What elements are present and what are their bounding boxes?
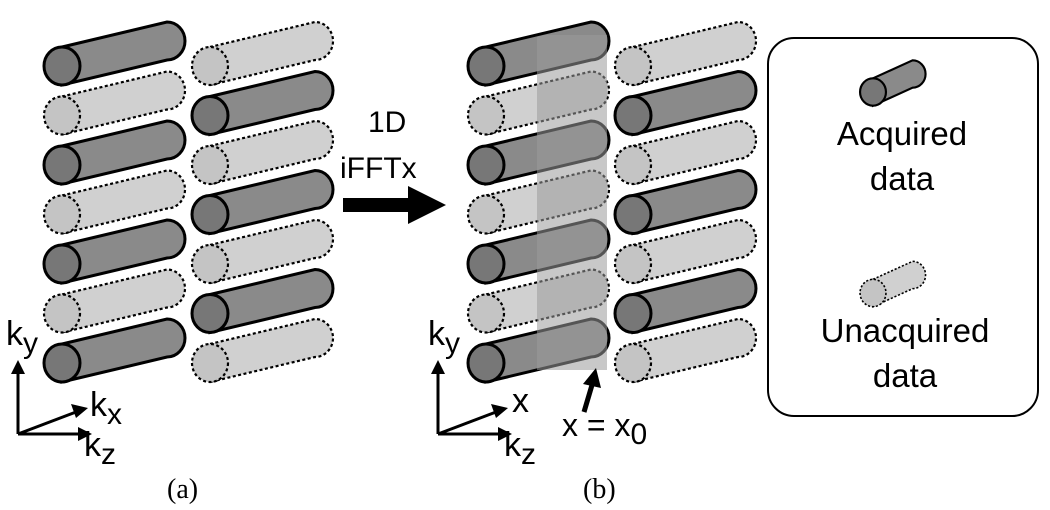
acquired-cylinder bbox=[190, 168, 335, 236]
panel-b-x-label: x bbox=[512, 382, 529, 420]
unacquired-cylinder bbox=[613, 119, 758, 186]
transform-label-line1: 1D bbox=[368, 106, 406, 139]
slice-plane bbox=[537, 37, 607, 370]
unacquired-cylinder bbox=[613, 317, 758, 384]
acquired-cylinder bbox=[858, 59, 927, 108]
panel-b-kz-label: kz bbox=[504, 426, 536, 471]
acquired-cylinder bbox=[190, 267, 335, 335]
unacquired-cylinder bbox=[190, 218, 335, 285]
panel-b-axes bbox=[431, 360, 512, 441]
legend-unacquired-swatch bbox=[859, 260, 927, 308]
unacquired-cylinder bbox=[613, 218, 758, 285]
acquired-cylinder bbox=[613, 267, 758, 335]
acquired-cylinder bbox=[42, 317, 187, 384]
unacquired-cylinder bbox=[859, 260, 927, 308]
unacquired-cylinder bbox=[190, 119, 335, 186]
unacquired-cylinder bbox=[190, 20, 335, 87]
legend-acquired-line2: data bbox=[870, 160, 935, 197]
transform-label-line2: iFFTx bbox=[340, 152, 417, 185]
panel-a-axes bbox=[11, 360, 92, 441]
panel-b-cylinder-grid bbox=[466, 20, 758, 384]
panel-a-kx-label: kx bbox=[90, 386, 122, 431]
slice-label: x = x0 bbox=[562, 407, 647, 451]
legend-unacquired-line1: Unacquired bbox=[821, 312, 990, 349]
unacquired-cylinder bbox=[190, 317, 335, 384]
legend-acquired-swatch bbox=[858, 59, 927, 108]
transform-arrow bbox=[343, 186, 446, 224]
acquired-cylinder bbox=[42, 119, 187, 186]
panel-b-ky-label: ky bbox=[428, 315, 460, 360]
acquired-cylinder bbox=[42, 218, 187, 285]
legend-box bbox=[767, 37, 1039, 417]
unacquired-cylinder bbox=[42, 169, 187, 235]
panel-a-caption: (a) bbox=[167, 474, 198, 505]
acquired-cylinder bbox=[613, 168, 758, 236]
legend-unacquired-line2: data bbox=[873, 357, 938, 394]
acquired-cylinder bbox=[613, 69, 758, 137]
unacquired-cylinder bbox=[613, 20, 758, 87]
unacquired-cylinder bbox=[42, 70, 187, 136]
panel-a-kz-label: kz bbox=[84, 426, 116, 471]
panel-b-caption: (b) bbox=[583, 474, 616, 505]
acquired-cylinder bbox=[190, 69, 335, 137]
slice-pointer-arrow bbox=[581, 368, 601, 413]
panel-a-ky-label: ky bbox=[6, 315, 38, 360]
unacquired-cylinder bbox=[42, 268, 187, 334]
legend-acquired-line1: Acquired bbox=[837, 115, 967, 152]
panel-a-cylinder-grid bbox=[42, 20, 335, 384]
acquired-cylinder bbox=[42, 20, 187, 87]
